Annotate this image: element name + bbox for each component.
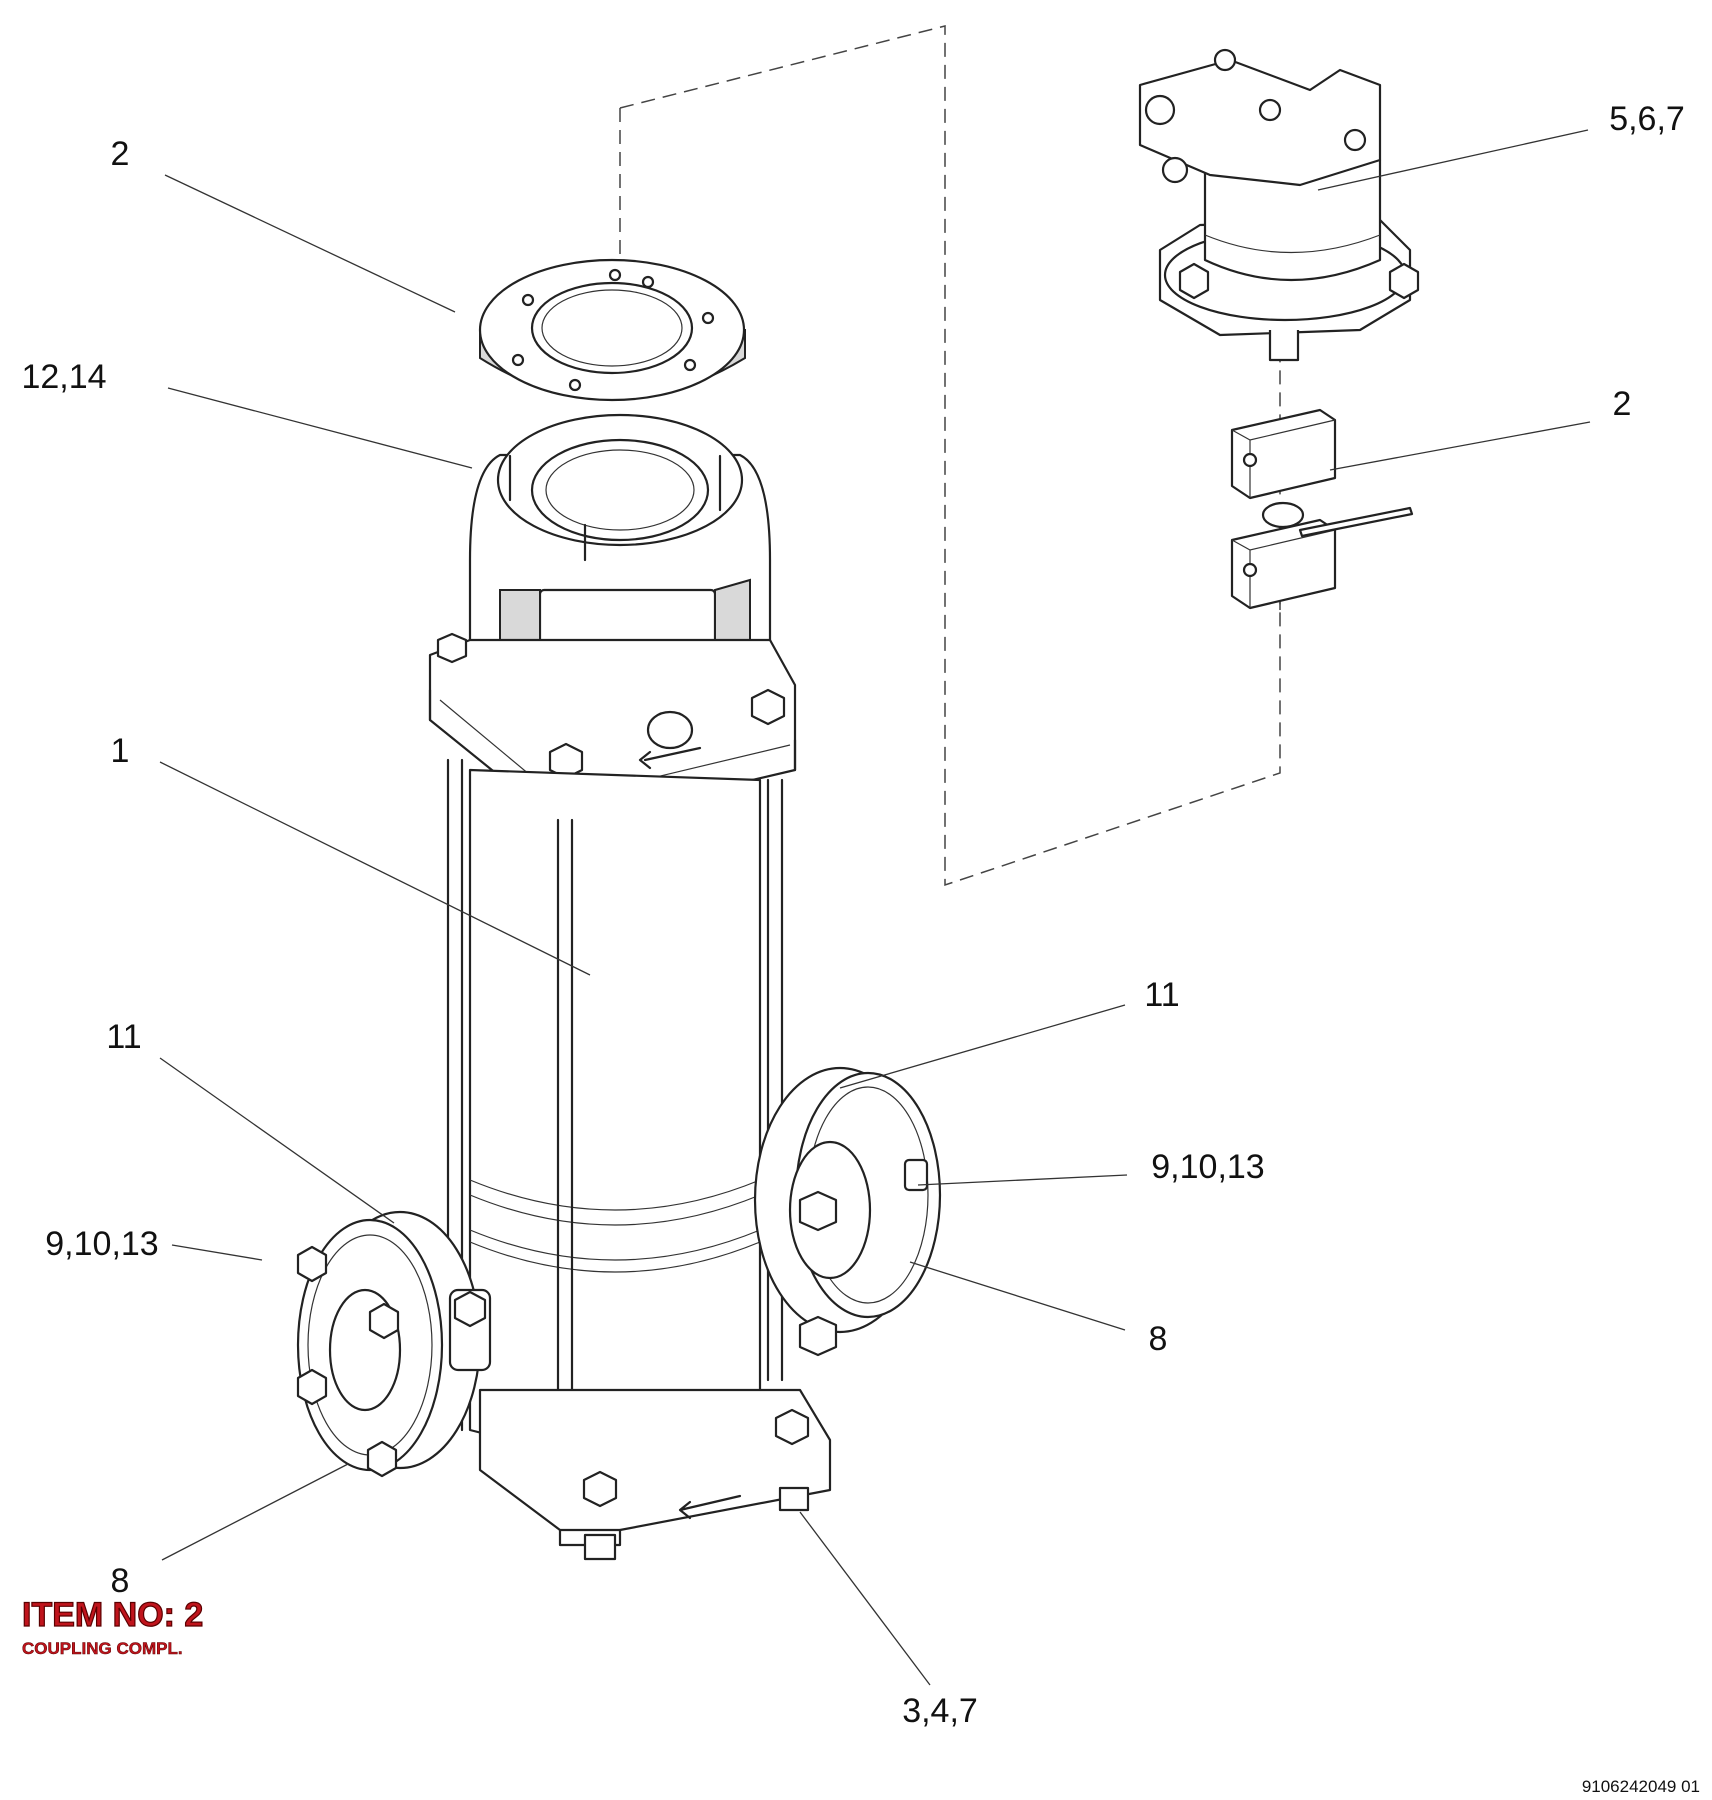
- callout-bolts-left: 9,10,13: [45, 1225, 158, 1263]
- item-stamp-title: ITEM NO: 2: [22, 1596, 203, 1634]
- left-flange: [296, 1210, 492, 1478]
- callout-flange-right: 8: [1149, 1320, 1168, 1358]
- callout-sleeve: 1: [111, 732, 130, 770]
- callout-flange-top: 2: [111, 135, 130, 173]
- callout-motor-stool: 5,6,7: [1609, 100, 1685, 138]
- document-number: 9106242049 01: [1582, 1777, 1700, 1796]
- callout-flange-left: 8: [111, 1562, 130, 1600]
- right-flange: [753, 1066, 942, 1357]
- callout-gasket-left: 11: [106, 1018, 141, 1056]
- coupling-assembly: [1230, 408, 1414, 610]
- item-stamp-subtitle: COUPLING COMPL.: [22, 1639, 183, 1658]
- pump-base: [478, 1388, 832, 1561]
- callout-coupling: 2: [1613, 385, 1632, 423]
- callout-bolts-right: 9,10,13: [1151, 1148, 1264, 1186]
- leader-lines: [159, 129, 1591, 1686]
- callout-gasket-right: 11: [1144, 976, 1179, 1014]
- motor-stool: [1138, 48, 1420, 362]
- top-flange-ring: [478, 258, 746, 402]
- pump-sleeve: [446, 758, 784, 1449]
- callout-bracket: 12,14: [21, 358, 106, 396]
- callout-base-bolts: 3,4,7: [902, 1692, 978, 1730]
